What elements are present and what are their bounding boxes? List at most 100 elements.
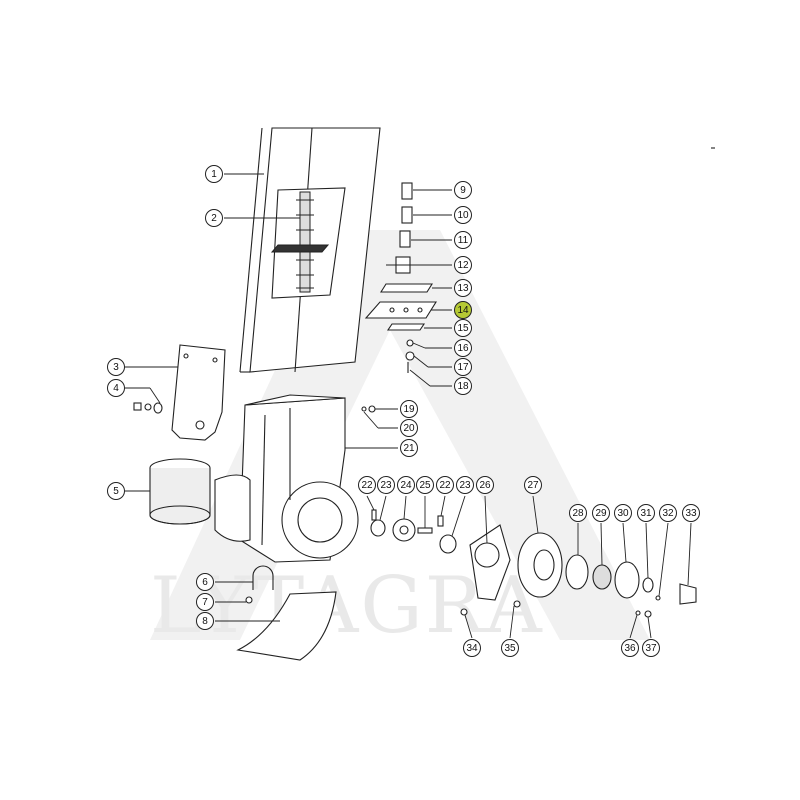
callout-number: 28 <box>572 508 584 519</box>
callout-number: 1 <box>211 169 217 180</box>
part-sprocket-24 <box>392 518 416 542</box>
part-bearing-23b <box>439 534 457 554</box>
callout-23a[interactable]: 23 <box>377 476 395 494</box>
callout-23b[interactable]: 23 <box>456 476 474 494</box>
callout-31[interactable]: 31 <box>637 504 655 522</box>
callout-13[interactable]: 13 <box>454 279 472 297</box>
callout-circle <box>614 504 632 522</box>
callout-35[interactable]: 35 <box>501 639 519 657</box>
callout-number: 13 <box>457 283 469 294</box>
callout-number: 24 <box>400 480 412 491</box>
callout-25[interactable]: 25 <box>416 476 434 494</box>
callout-14[interactable]: 14 <box>454 301 472 319</box>
callout-circle <box>397 476 415 494</box>
callout-number: 5 <box>113 486 119 497</box>
part-ring-band <box>149 458 211 525</box>
part-strip-13 <box>380 283 433 293</box>
callout-21[interactable]: 21 <box>400 439 418 457</box>
callout-number: 9 <box>460 185 466 196</box>
callout-7[interactable]: 7 <box>196 593 214 611</box>
callout-17[interactable]: 17 <box>454 358 472 376</box>
callout-11[interactable]: 11 <box>454 231 472 249</box>
callout-circle <box>454 231 472 249</box>
part-nut-19 <box>368 405 376 413</box>
callout-circle <box>454 256 472 274</box>
callout-number: 19 <box>403 404 415 415</box>
callout-10[interactable]: 10 <box>454 206 472 224</box>
part-bearing-23a <box>370 519 386 537</box>
callout-number: 29 <box>595 508 607 519</box>
callout-number: 26 <box>479 480 491 491</box>
callout-circle <box>205 165 223 183</box>
callout-circle <box>454 339 472 357</box>
part-bearing-29 <box>592 564 612 590</box>
callout-number: 33 <box>685 508 697 519</box>
callout-circle <box>358 476 376 494</box>
callout-24[interactable]: 24 <box>397 476 415 494</box>
callout-29[interactable]: 29 <box>592 504 610 522</box>
callout-circle <box>196 593 214 611</box>
callout-18[interactable]: 18 <box>454 377 472 395</box>
callout-number: 35 <box>504 643 516 654</box>
part-nut-16 <box>406 339 414 347</box>
callout-number: 6 <box>202 577 208 588</box>
callout-number: 7 <box>202 597 208 608</box>
callout-number: 30 <box>617 508 629 519</box>
callout-16[interactable]: 16 <box>454 339 472 357</box>
callout-circle <box>621 639 639 657</box>
callout-circle <box>454 358 472 376</box>
part-pin-22a <box>371 509 377 521</box>
callout-2[interactable]: 2 <box>205 209 223 227</box>
callout-27[interactable]: 27 <box>524 476 542 494</box>
callout-8[interactable]: 8 <box>196 612 214 630</box>
part-washer-36 <box>635 610 641 616</box>
parts-drawing <box>133 127 697 661</box>
callout-number: 23 <box>380 480 392 491</box>
part-pin-22b <box>437 515 444 527</box>
callout-number: 36 <box>624 643 636 654</box>
callout-number: 23 <box>459 480 471 491</box>
callout-circle <box>476 476 494 494</box>
callout-number: 8 <box>202 616 208 627</box>
callout-26[interactable]: 26 <box>476 476 494 494</box>
callout-36[interactable]: 36 <box>621 639 639 657</box>
callout-9[interactable]: 9 <box>454 181 472 199</box>
callout-circle <box>205 209 223 227</box>
callout-circle <box>416 476 434 494</box>
callout-circle <box>569 504 587 522</box>
callout-22b[interactable]: 22 <box>436 476 454 494</box>
callout-12[interactable]: 12 <box>454 256 472 274</box>
callout-circle <box>107 358 125 376</box>
callout-37[interactable]: 37 <box>642 639 660 657</box>
callout-circle <box>501 639 519 657</box>
callout-circle <box>659 504 677 522</box>
callout-number: 34 <box>466 643 478 654</box>
callout-19[interactable]: 19 <box>400 400 418 418</box>
callout-15[interactable]: 15 <box>454 319 472 337</box>
callout-6[interactable]: 6 <box>196 573 214 591</box>
callout-30[interactable]: 30 <box>614 504 632 522</box>
callout-5[interactable]: 5 <box>107 482 125 500</box>
part-bolt-nut-4 <box>133 402 163 414</box>
callout-circle <box>642 639 660 657</box>
callout-20[interactable]: 20 <box>400 419 418 437</box>
callout-number: 20 <box>403 423 415 434</box>
callout-number: 22 <box>361 480 373 491</box>
callout-number: 16 <box>457 343 469 354</box>
callout-3[interactable]: 3 <box>107 358 125 376</box>
callout-1[interactable]: 1 <box>205 165 223 183</box>
callout-4[interactable]: 4 <box>107 379 125 397</box>
callout-32[interactable]: 32 <box>659 504 677 522</box>
callout-28[interactable]: 28 <box>569 504 587 522</box>
part-plate-14 <box>364 301 437 319</box>
callout-circle <box>592 504 610 522</box>
callout-33[interactable]: 33 <box>682 504 700 522</box>
callout-circle <box>454 206 472 224</box>
part-plate-15 <box>386 323 426 331</box>
callout-number: 14 <box>457 305 469 316</box>
callout-number: 10 <box>457 210 469 221</box>
part-cover-plate <box>171 344 226 441</box>
callout-22a[interactable]: 22 <box>358 476 376 494</box>
callout-34[interactable]: 34 <box>463 639 481 657</box>
